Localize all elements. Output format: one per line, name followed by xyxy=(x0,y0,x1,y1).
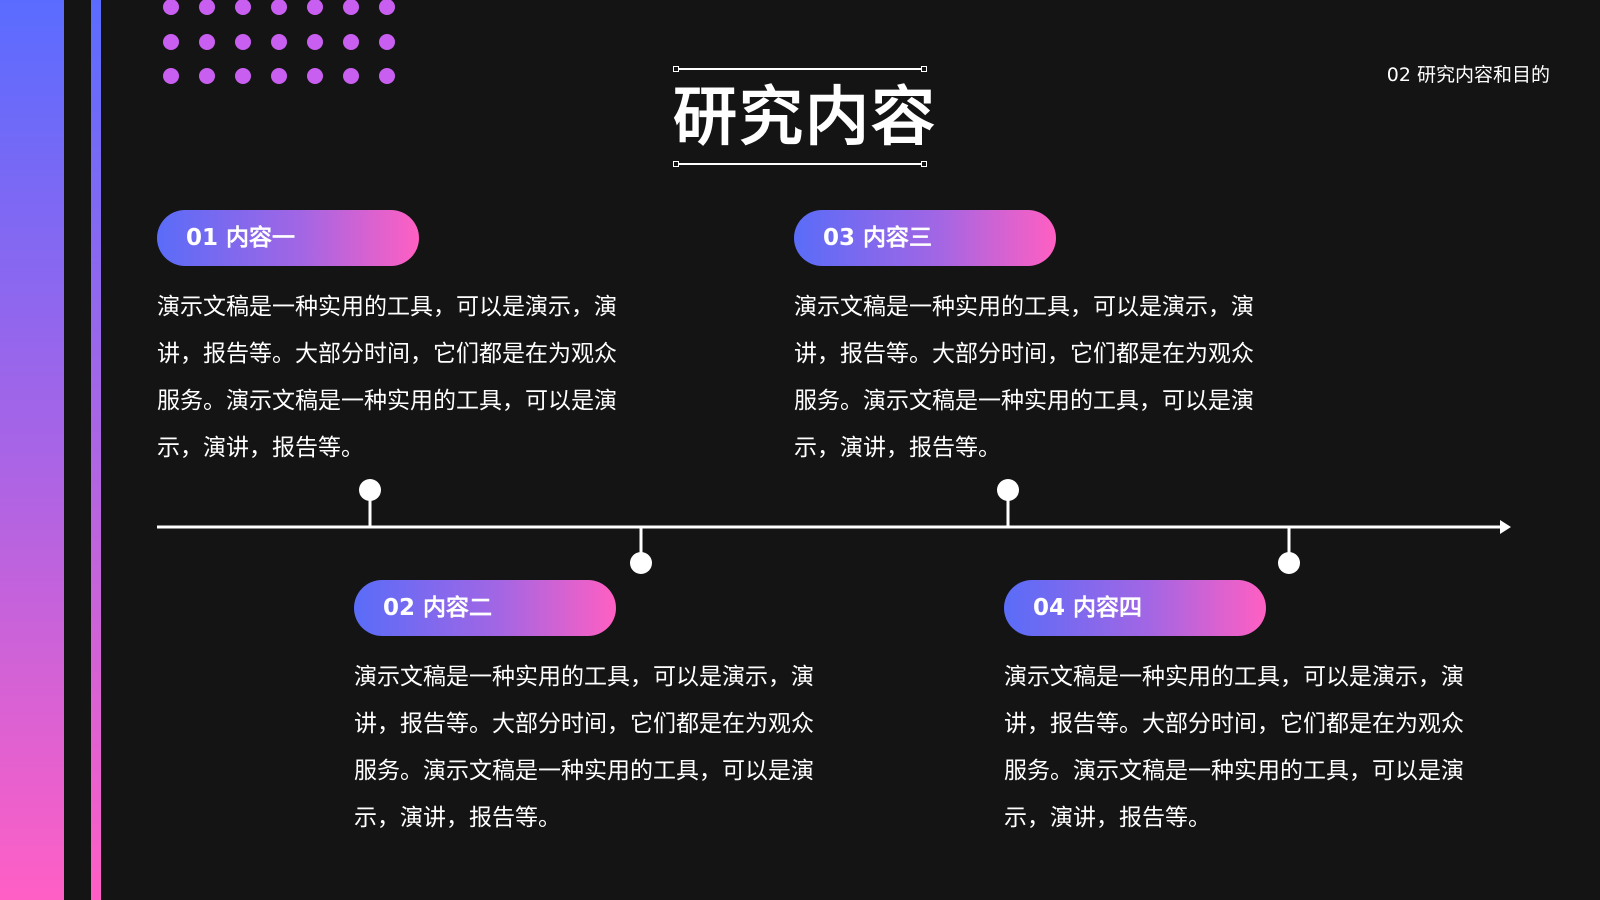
timeline-node xyxy=(997,479,1019,501)
timeline-node xyxy=(630,552,652,574)
decor-dot xyxy=(379,34,395,50)
decor-dot xyxy=(307,34,323,50)
page-title: 研究内容 xyxy=(673,81,937,155)
left-gradient-bar xyxy=(0,0,64,900)
title-corner-handle xyxy=(921,66,927,72)
item-4-label: 04 内容四 xyxy=(1033,595,1143,621)
title-corner-handle xyxy=(673,161,679,167)
decor-dot xyxy=(271,34,287,50)
item-1-label: 01 内容一 xyxy=(186,225,296,251)
decor-dot xyxy=(199,0,215,15)
decor-dot xyxy=(343,68,359,84)
title-corner-handle xyxy=(673,66,679,72)
decor-dot xyxy=(163,68,179,84)
decor-dot xyxy=(379,0,395,15)
section-label: 02 研究内容和目的 xyxy=(1386,64,1550,86)
item-4-text: 演示文稿是一种实用的工具，可以是演示，演讲，报告等。大部分时间，它们都是在为观众… xyxy=(1004,664,1464,831)
item-4-pill: 04 内容四 xyxy=(1004,580,1266,636)
title-rule-bottom xyxy=(677,163,923,165)
decor-dot xyxy=(235,0,251,15)
dot-grid-decoration xyxy=(163,0,403,90)
decor-dot xyxy=(307,68,323,84)
timeline-arrow-icon xyxy=(1500,520,1511,534)
decor-dot xyxy=(343,34,359,50)
item-2-text: 演示文稿是一种实用的工具，可以是演示，演讲，报告等。大部分时间，它们都是在为观众… xyxy=(354,664,814,831)
decor-dot xyxy=(199,68,215,84)
item-3-pill: 03 内容三 xyxy=(794,210,1056,266)
timeline-node xyxy=(1278,552,1300,574)
item-2-pill: 02 内容二 xyxy=(354,580,616,636)
decor-dot xyxy=(307,0,323,15)
decor-dot xyxy=(163,0,179,15)
decor-dot xyxy=(271,0,287,15)
left-thin-gradient-bar xyxy=(91,0,101,900)
item-1-text: 演示文稿是一种实用的工具，可以是演示，演讲，报告等。大部分时间，它们都是在为观众… xyxy=(157,294,617,461)
decor-dot xyxy=(199,34,215,50)
decor-dot xyxy=(343,0,359,15)
item-3-label: 03 内容三 xyxy=(823,225,933,251)
decor-dot xyxy=(235,34,251,50)
item-3-text: 演示文稿是一种实用的工具，可以是演示，演讲，报告等。大部分时间，它们都是在为观众… xyxy=(794,294,1254,461)
timeline-node xyxy=(359,479,381,501)
title-frame: 研究内容 xyxy=(673,66,937,168)
decor-dot xyxy=(163,34,179,50)
decor-dot xyxy=(271,68,287,84)
title-corner-handle xyxy=(921,161,927,167)
decor-dot xyxy=(379,68,395,84)
title-rule-top xyxy=(677,68,923,70)
item-1-pill: 01 内容一 xyxy=(157,210,419,266)
item-2-label: 02 内容二 xyxy=(383,595,493,621)
decor-dot xyxy=(235,68,251,84)
